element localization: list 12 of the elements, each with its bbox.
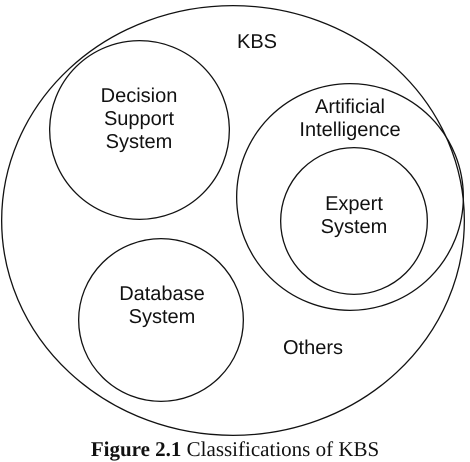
set-circle (78, 238, 244, 402)
set-label: Decision Support System (100, 85, 178, 154)
set-label: Artificial Intelligence (299, 96, 401, 142)
set-circle (1, 5, 465, 436)
set-circle (49, 40, 230, 220)
set-label: Database System (119, 283, 205, 329)
set-circle (236, 83, 464, 311)
figure-caption: Figure 2.1 Classifications of KBS (90, 438, 380, 461)
set-circle (280, 147, 428, 295)
set-label: KBS (236, 31, 278, 54)
set-label: Expert System (320, 193, 388, 239)
set-label: Others (282, 337, 344, 360)
